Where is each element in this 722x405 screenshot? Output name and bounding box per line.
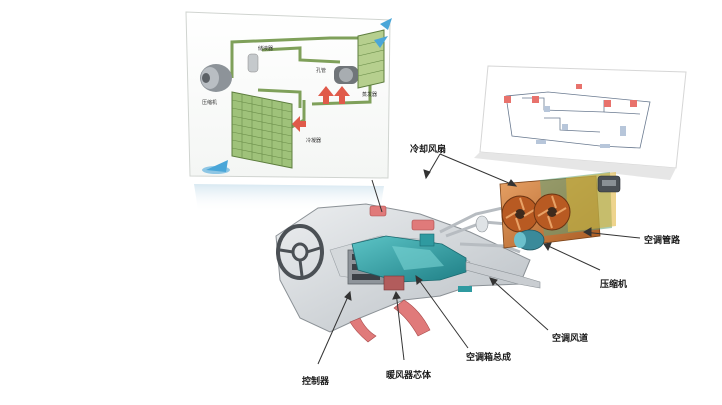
refrigerant-loop-inset: 储液器 孔管 蒸发器 压缩机 冷凝器: [185, 11, 392, 212]
label-compressor: 压缩机: [600, 278, 627, 290]
engine-bay-components: [439, 172, 621, 254]
dashboard-illustration: [275, 203, 541, 343]
ac-duct-pipe: [465, 261, 541, 289]
cooling-fan-left: [501, 195, 539, 233]
ac-box-assembly: [351, 233, 467, 283]
hot-air-arrows: [292, 86, 350, 132]
label-controller: 控制器: [302, 375, 330, 387]
blower-unit: [334, 66, 358, 84]
heater-core: [383, 275, 405, 291]
label-heater-core: 暖风器芯体: [386, 369, 432, 381]
callout-lines: [317, 153, 641, 365]
label-ac-pipes: 空调管路: [644, 234, 681, 246]
label-cooling-fan: 冷却风扇: [410, 143, 446, 155]
receiver-drier: [247, 53, 259, 73]
label-ac-duct: 空调风道: [552, 332, 588, 344]
pipe-fitting: [475, 215, 489, 233]
label-ac-box: 空调箱总成: [466, 351, 511, 363]
condenser-coil: [231, 91, 293, 169]
inset-label-evaporator: 蒸发器: [362, 91, 377, 98]
compressor-engine: [514, 229, 545, 251]
inset-label-condenser: 冷凝器: [306, 137, 321, 144]
compressor-unit: [200, 64, 232, 92]
inset-label-expansion: 孔管: [316, 67, 326, 74]
cooling-module: [499, 172, 616, 249]
inset-label-receiver: 储液器: [258, 45, 273, 52]
inset-label-compressor: 压缩机: [202, 99, 217, 106]
ac-ducts: [349, 205, 435, 343]
cooling-fan-right: [533, 193, 571, 231]
ac-schematic-inset: [474, 65, 687, 180]
steering-wheel: [276, 224, 324, 280]
